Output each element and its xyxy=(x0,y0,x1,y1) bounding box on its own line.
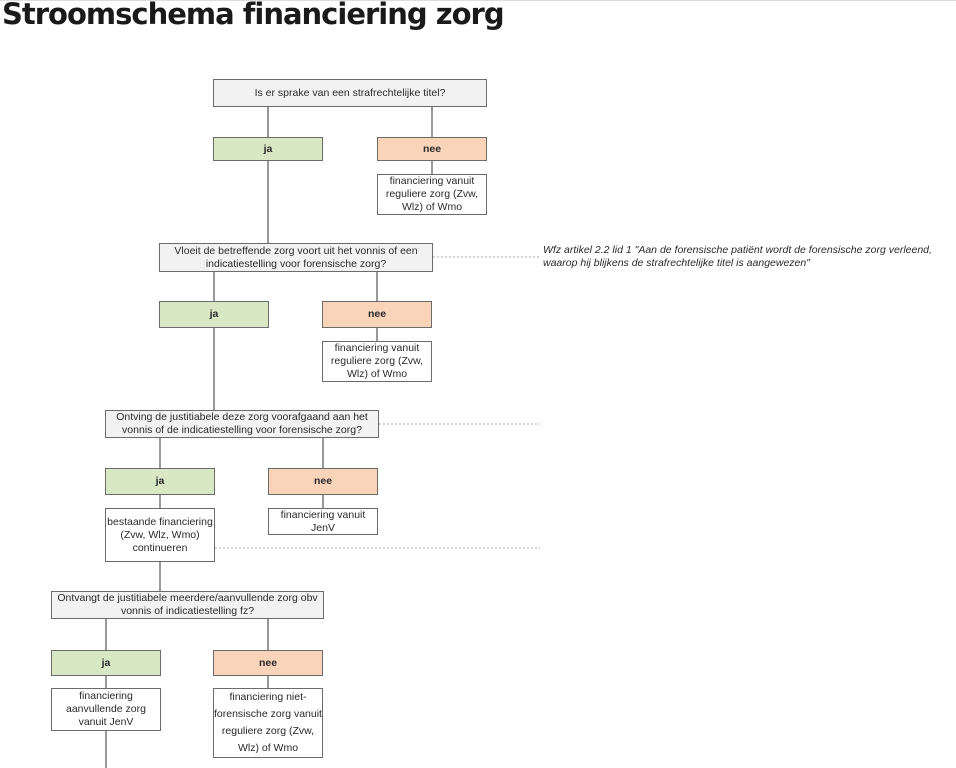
result-no-1: financiering vanuit reguliere zorg (Zvw,… xyxy=(377,174,487,215)
top-divider xyxy=(0,0,956,1)
answer-yes-4: ja xyxy=(51,650,161,676)
question-3: Ontving de justitiabele deze zorg vooraf… xyxy=(105,410,379,438)
result-yes-4: financiering aanvullende zorg vanuit Jen… xyxy=(51,688,161,731)
legal-note-wfz: Wfz artikel 2.2 lid 1 "Aan de forensisch… xyxy=(543,244,932,269)
result-no-2: financiering vanuit reguliere zorg (Zvw,… xyxy=(322,341,432,382)
result-no-4: financiering niet-forensische zorg vanui… xyxy=(213,688,323,758)
result-no-3: financiering vanuit JenV xyxy=(268,508,378,535)
answer-no-4: nee xyxy=(213,650,323,676)
question-4: Ontvangt de justitiabele meerdere/aanvul… xyxy=(51,591,324,619)
answer-yes-2: ja xyxy=(159,301,269,328)
answer-yes-3: ja xyxy=(105,468,215,495)
page-title: Stroomschema financiering zorg xyxy=(2,0,505,31)
answer-no-3: nee xyxy=(268,468,378,495)
answer-yes-1: ja xyxy=(213,137,323,161)
answer-no-2: nee xyxy=(322,301,432,328)
result-yes-3: bestaande financiering (Zvw, Wlz, Wmo) c… xyxy=(105,508,215,562)
question-2: Vloeit de betreffende zorg voort uit het… xyxy=(159,243,433,272)
answer-no-1: nee xyxy=(377,137,487,161)
question-1: Is er sprake van een strafrechtelijke ti… xyxy=(213,79,487,107)
